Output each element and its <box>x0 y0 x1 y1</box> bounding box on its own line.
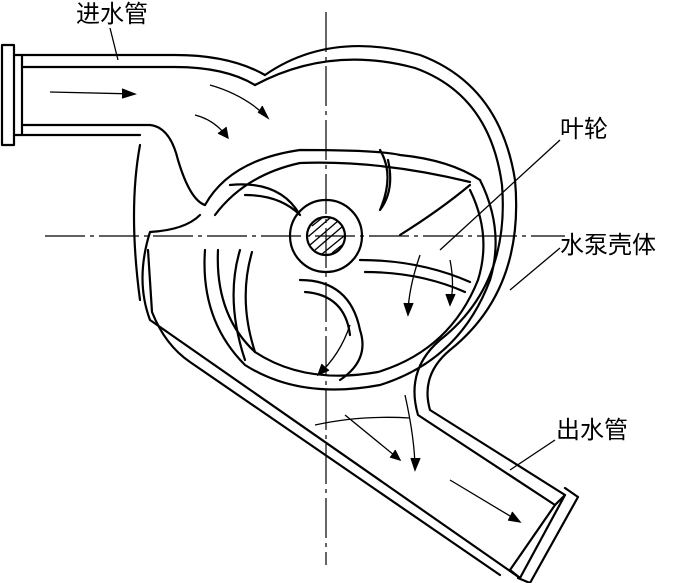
leader-lines <box>109 27 561 471</box>
impeller-label: 叶轮 <box>560 115 608 143</box>
inlet-pipe-label: 进水管 <box>76 0 148 28</box>
pump-casing-label: 水泵壳体 <box>560 231 656 259</box>
flow-arrows <box>49 84 522 523</box>
inlet-pipe <box>0 43 267 207</box>
outlet-pipe-label: 出水管 <box>556 416 628 444</box>
pump-casing <box>132 45 580 583</box>
